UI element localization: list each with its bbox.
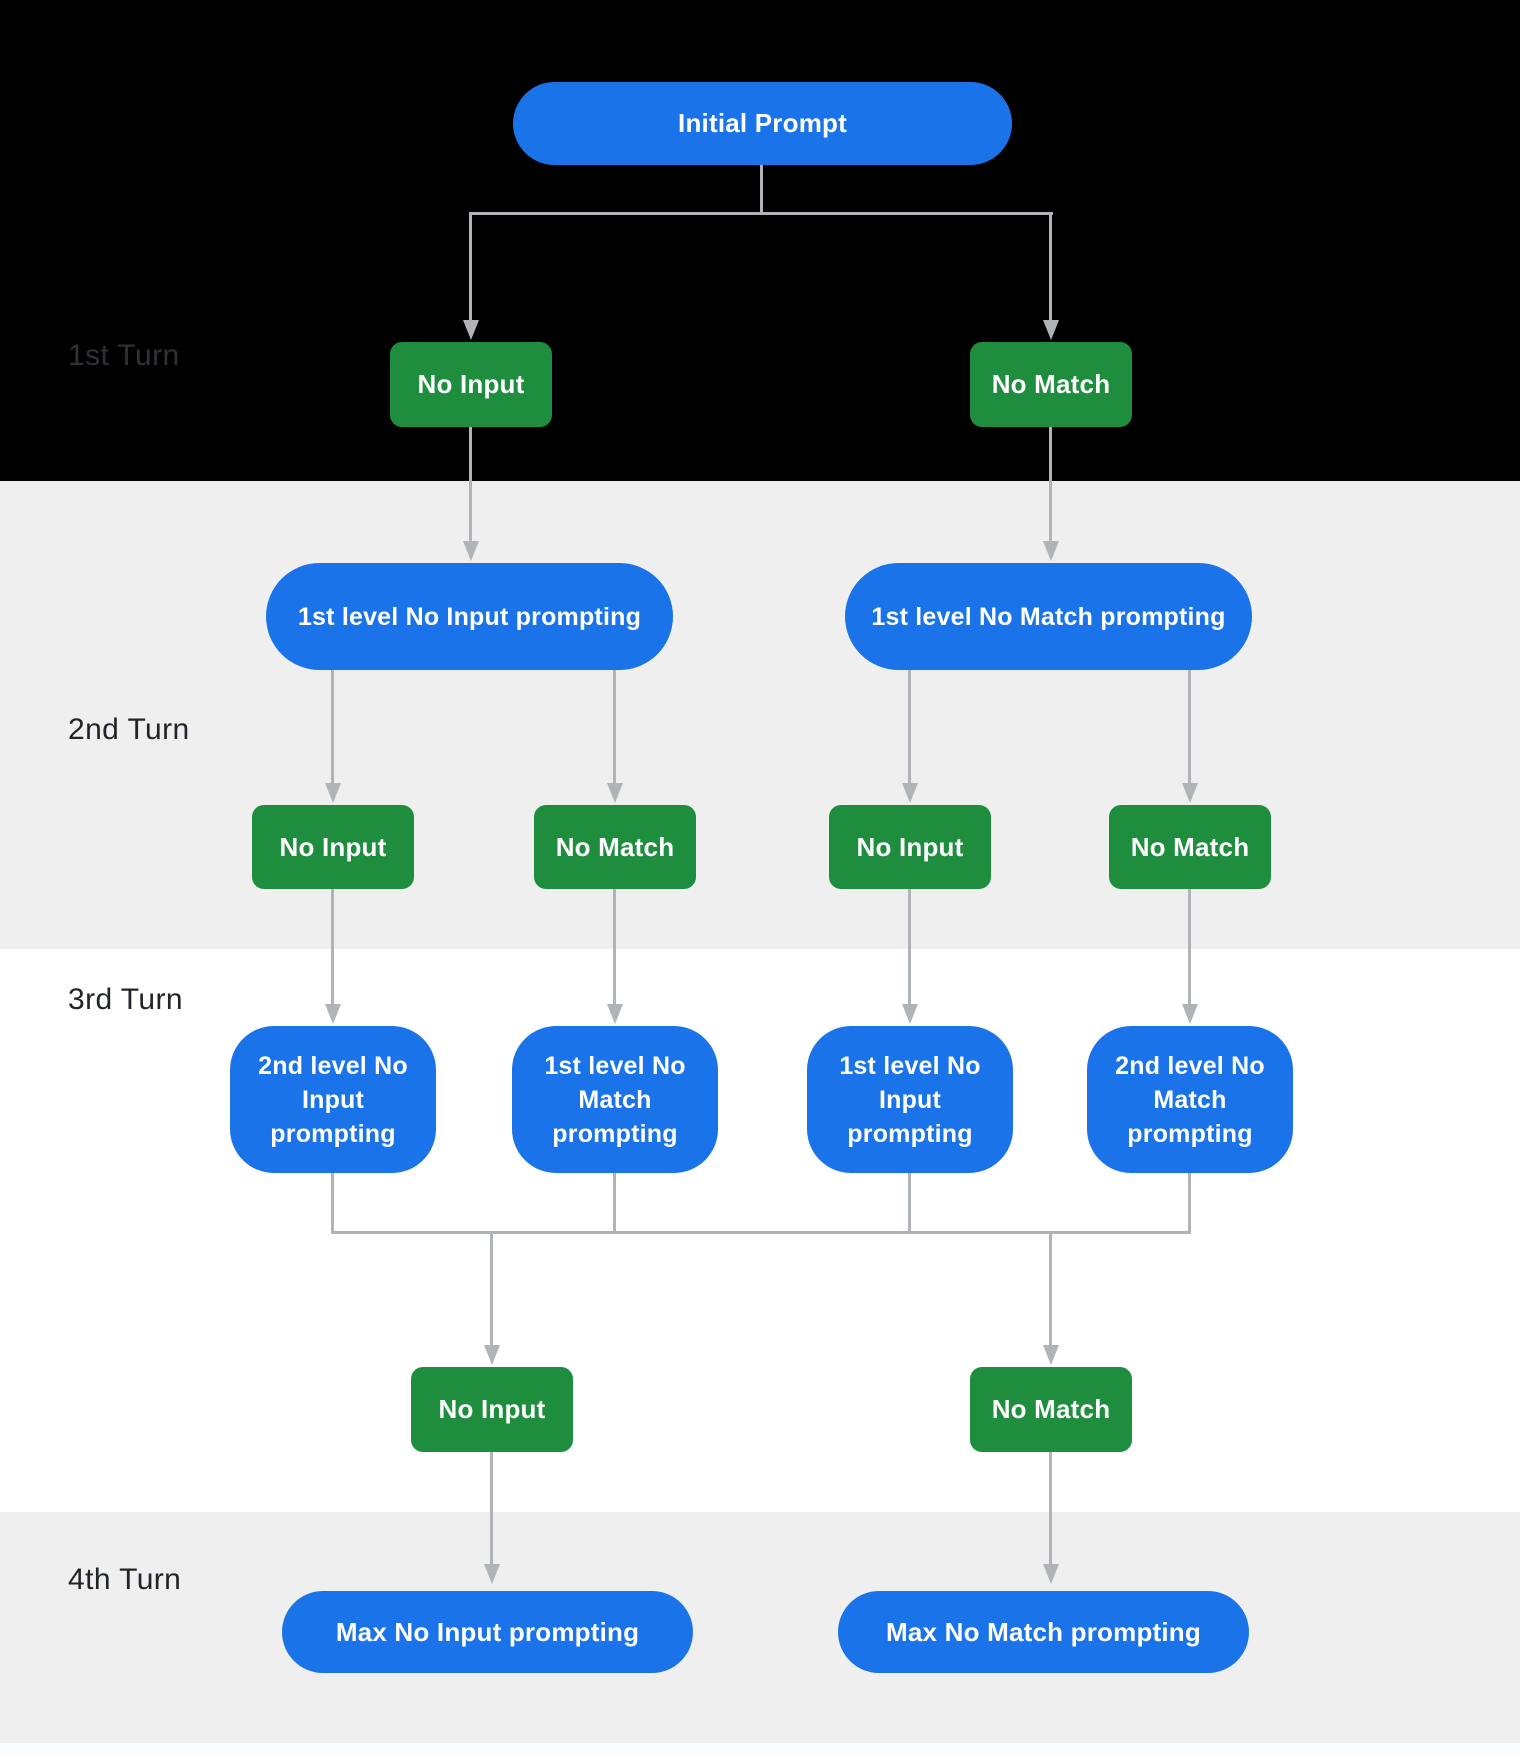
- connector-bus-drop-4: [1188, 1173, 1191, 1233]
- arrowhead-t2-branch-4: [1182, 783, 1198, 803]
- band-turn4-gray: [0, 1512, 1520, 1743]
- connector-no-input-to-prompt: [469, 427, 472, 541]
- connector-bus-to-no-input: [490, 1231, 493, 1345]
- node-t1-no-match: No Match: [970, 342, 1132, 427]
- connector-bus-drop-1: [331, 1173, 334, 1233]
- node-1st-level-no-input-prompting: 1st level No Input prompting: [266, 563, 673, 670]
- node-t2-no-match-left: No Match: [534, 805, 696, 889]
- connector-bus-drop-3: [908, 1173, 911, 1233]
- connector-to-t1-no-input: [469, 212, 472, 322]
- arrowhead-t2-branch-2: [607, 783, 623, 803]
- node-2nd-level-no-match-prompting: 2nd level No Match prompting: [1087, 1026, 1293, 1173]
- connector-to-t1-no-match: [1049, 212, 1052, 322]
- node-2nd-level-no-input-prompting: 2nd level No Input prompting: [230, 1026, 436, 1173]
- turn-label-2nd: 2nd Turn: [68, 713, 190, 746]
- arrowhead-no-input-to-prompt: [463, 541, 479, 561]
- node-t2-no-match-right: No Match: [1109, 805, 1271, 889]
- connector-t3-branch-1: [331, 889, 334, 1004]
- arrowhead-to-t1-no-match: [1043, 320, 1059, 340]
- arrowhead-bus-to-no-match: [1043, 1345, 1059, 1365]
- connector-bus-to-no-match: [1049, 1231, 1052, 1345]
- connector-initial-split: [469, 212, 1053, 215]
- turn-label-4th: 4th Turn: [68, 1563, 182, 1596]
- turn-label-1st: 1st Turn: [68, 339, 180, 372]
- node-max-no-input-prompting: Max No Input prompting: [282, 1591, 693, 1673]
- node-initial-prompt: Initial Prompt: [513, 82, 1012, 165]
- connector-bus-drop-2: [613, 1173, 616, 1233]
- arrowhead-t3-branch-2: [607, 1004, 623, 1024]
- connector-t2-branch-2: [613, 670, 616, 783]
- connector-t2-branch-1: [331, 670, 334, 783]
- connector-t3-branch-3: [908, 889, 911, 1004]
- arrowhead-t2-branch-3: [902, 783, 918, 803]
- node-1st-level-no-input-prompting-2: 1st level No Input prompting: [807, 1026, 1013, 1173]
- connector-initial-stem: [760, 165, 763, 214]
- node-t1-no-input: No Input: [390, 342, 552, 427]
- node-t3-no-input: No Input: [411, 1367, 573, 1452]
- arrowhead-t2-branch-1: [325, 783, 341, 803]
- band-footer-strip: [0, 1743, 1520, 1754]
- connector-t3-branch-2: [613, 889, 616, 1004]
- node-t3-no-match: No Match: [970, 1367, 1132, 1452]
- arrowhead-to-max-no-match: [1043, 1564, 1059, 1584]
- arrowhead-t3-branch-4: [1182, 1004, 1198, 1024]
- arrowhead-t3-branch-3: [902, 1004, 918, 1024]
- connector-t3-branch-4: [1188, 889, 1191, 1004]
- band-turn2-gray: [0, 481, 1520, 949]
- arrowhead-no-match-to-prompt: [1043, 541, 1059, 561]
- node-t2-no-input-left: No Input: [252, 805, 414, 889]
- turn-label-3rd: 3rd Turn: [68, 983, 183, 1016]
- node-t2-no-input-right: No Input: [829, 805, 991, 889]
- connector-to-max-no-match: [1049, 1452, 1052, 1564]
- connector-t2-branch-3: [908, 670, 911, 783]
- connector-to-max-no-input: [490, 1452, 493, 1564]
- node-1st-level-no-match-prompting-2: 1st level No Match prompting: [512, 1026, 718, 1173]
- arrowhead-bus-to-no-input: [484, 1345, 500, 1365]
- band-turn1-black: [0, 0, 1520, 481]
- connector-t2-branch-4: [1188, 670, 1191, 783]
- arrowhead-to-t1-no-input: [463, 320, 479, 340]
- connector-merge-bus: [331, 1231, 1191, 1234]
- arrowhead-to-max-no-input: [484, 1564, 500, 1584]
- node-1st-level-no-match-prompting: 1st level No Match prompting: [845, 563, 1252, 670]
- node-max-no-match-prompting: Max No Match prompting: [838, 1591, 1249, 1673]
- arrowhead-t3-branch-1: [325, 1004, 341, 1024]
- connector-no-match-to-prompt: [1049, 427, 1052, 541]
